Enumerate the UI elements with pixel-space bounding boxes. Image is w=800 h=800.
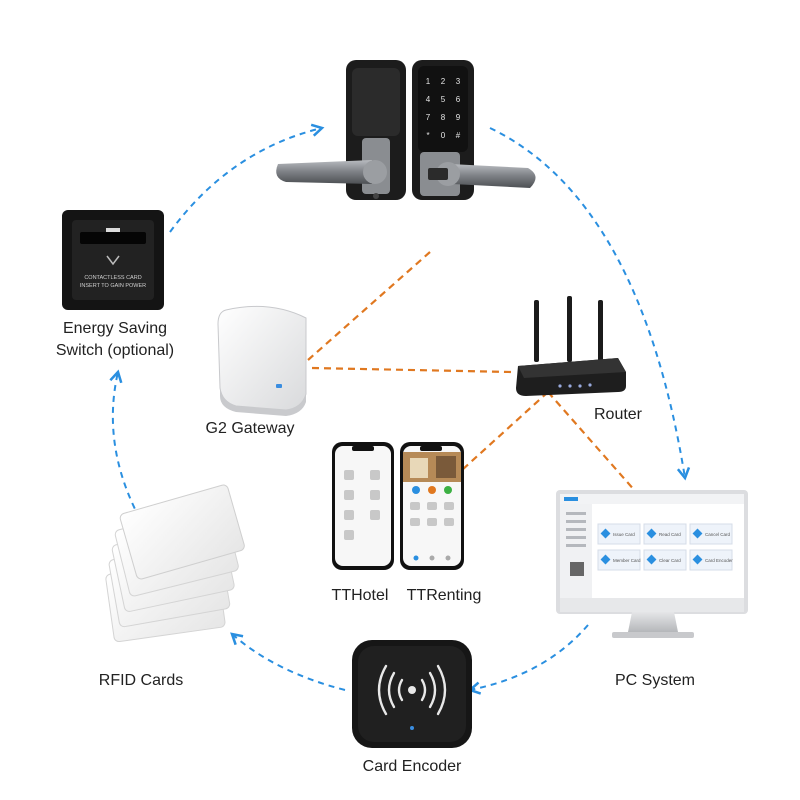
pc-tile-icon	[646, 528, 657, 539]
pc-tile-icon	[692, 554, 703, 565]
keypad-key: 1	[426, 77, 431, 86]
label-rfid-cards: RFID Cards	[98, 672, 184, 689]
keypad-key: 8	[441, 113, 446, 122]
card-encoder	[352, 640, 472, 748]
energy-switch: CONTACTLESS CARD INSERT TO GAIN POWER	[62, 210, 164, 310]
pc-tile-label: Cancel Card	[705, 532, 731, 537]
keypad-key: 7	[426, 113, 431, 122]
g2-gateway	[217, 305, 307, 416]
link-gateway-lock	[307, 251, 431, 361]
label-energy-switch-line-1: Energy Saving	[62, 320, 168, 337]
router	[516, 296, 626, 396]
pc-tile	[643, 523, 687, 545]
pc-tile	[689, 523, 733, 545]
arrow-encoder-to-cards	[230, 632, 346, 691]
flow-arrows	[109, 123, 691, 695]
pc-tile	[597, 523, 641, 545]
lock-keypad: 1 2 3 4 5 6 7 8 9 * 0 #	[426, 77, 461, 140]
keypad-key: 4	[426, 95, 431, 104]
label-router: Router	[593, 406, 643, 423]
label-energy-switch-line-2: Switch (optional)	[55, 342, 175, 359]
pc-tile-label: Clear Card	[659, 558, 681, 563]
keypad-key: 9	[456, 113, 461, 122]
keypad-key: 6	[456, 95, 461, 104]
pc-tile-icon	[646, 554, 657, 565]
pc-tile-label: Read Card	[659, 532, 681, 537]
keypad-key: *	[426, 131, 429, 140]
pc-tile-label: Card Encoder	[705, 558, 733, 563]
label-ttrenting: TTRenting	[406, 587, 482, 604]
keypad-key: 2	[441, 77, 446, 86]
keypad-key: 5	[441, 95, 446, 104]
pc-tile-icon	[600, 554, 611, 565]
switch-print-line-2: INSERT TO GAIN POWER	[80, 283, 146, 289]
phone-ttrenting	[400, 442, 464, 570]
keypad-key: 0	[441, 131, 446, 140]
label-tthotel: TTHotel	[331, 587, 389, 604]
link-router-pc	[547, 391, 637, 493]
arrow-switch-to-lock	[169, 123, 325, 233]
keypad-key: 3	[456, 77, 461, 86]
network-links	[307, 251, 637, 493]
pc-tile-label: Member Card	[613, 558, 641, 563]
pc-tile-icon	[692, 528, 703, 539]
door-lock: 1 2 3 4 5 6 7 8 9 * 0 #	[276, 60, 536, 200]
link-router-apps	[461, 391, 549, 471]
switch-print-line-1: CONTACTLESS CARD	[84, 275, 141, 281]
label-card-encoder: Card Encoder	[362, 758, 462, 775]
arrow-lock-to-pc	[489, 127, 691, 481]
phone-tthotel	[332, 442, 394, 570]
keypad-key: #	[456, 131, 461, 140]
label-pc-system: PC System	[614, 672, 695, 689]
pc-tile	[643, 549, 687, 571]
arrow-cards-to-switch	[109, 369, 146, 529]
label-g2-gateway: G2 Gateway	[205, 420, 295, 437]
pc-tile	[597, 549, 641, 571]
link-gateway-router	[311, 366, 513, 374]
rfid-cards	[105, 484, 245, 643]
pc-tile	[689, 549, 733, 571]
arrow-pc-to-encoder	[467, 624, 589, 695]
label-energy-switch: Energy Saving Switch (optional)	[40, 318, 190, 362]
pc-tile-label: Issue Card	[613, 532, 635, 537]
pc-tile-icon	[600, 528, 611, 539]
